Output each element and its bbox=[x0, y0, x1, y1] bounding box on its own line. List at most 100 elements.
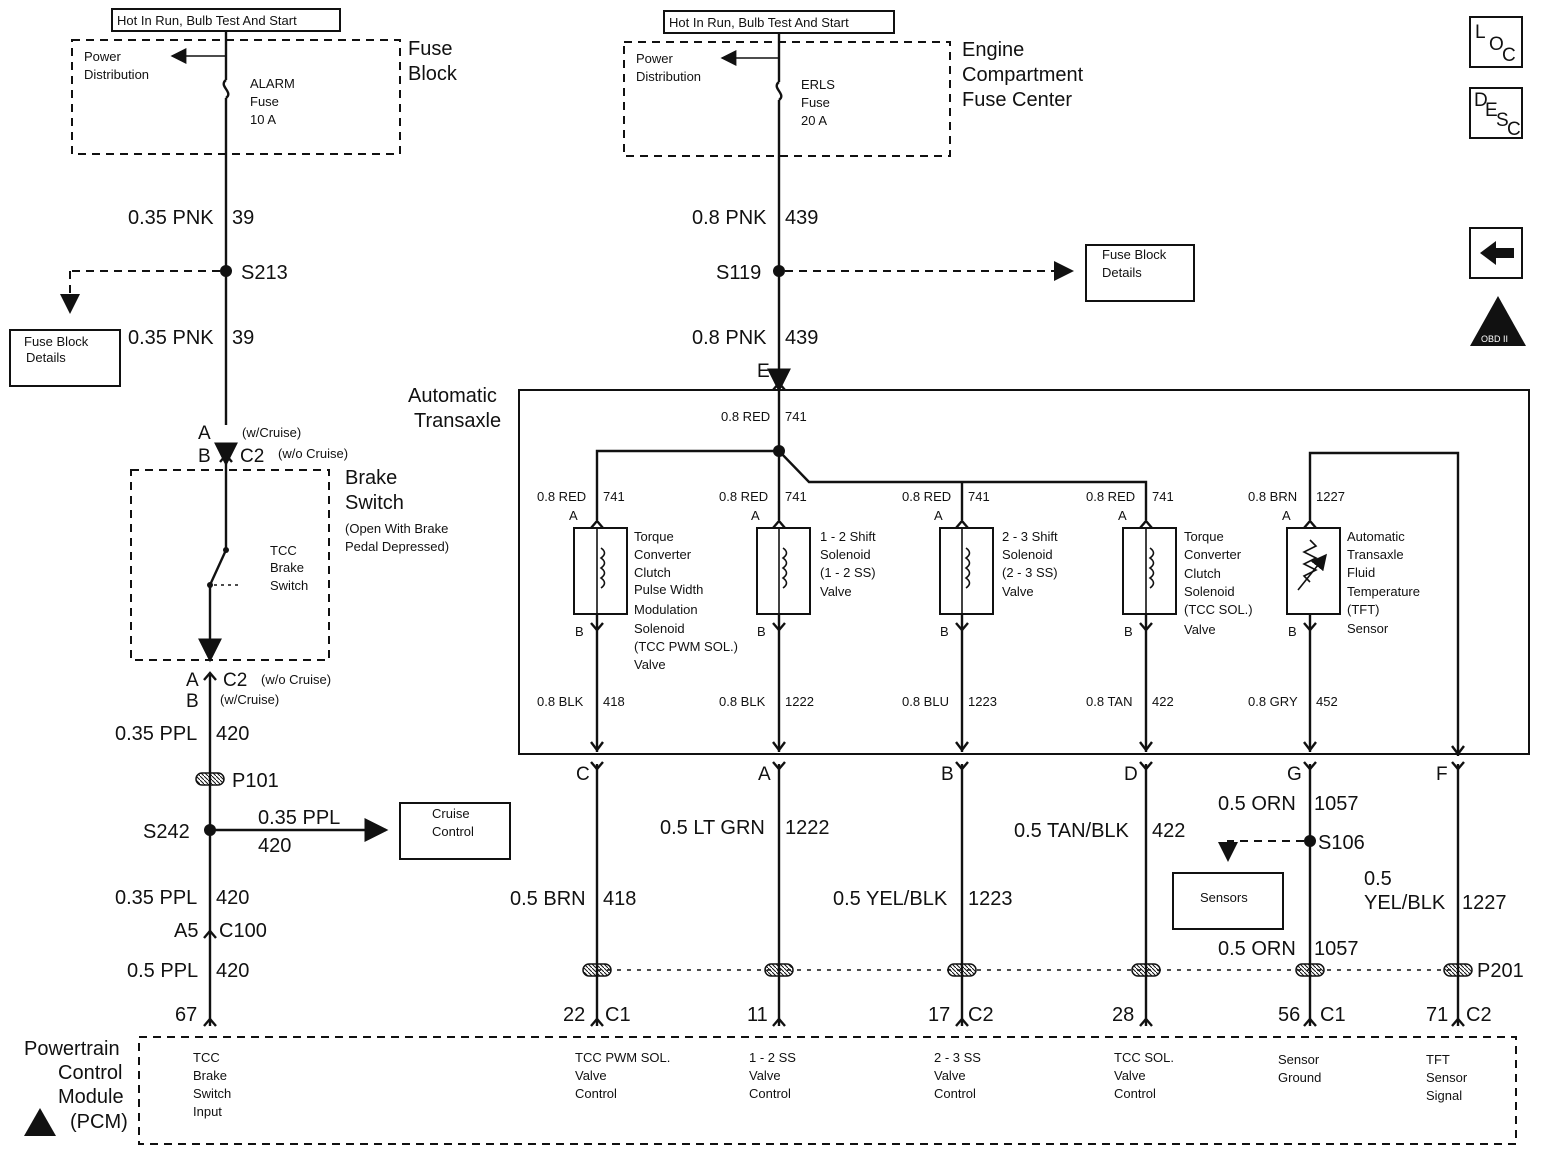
svg-text:439: 439 bbox=[785, 207, 818, 229]
svg-text:(TCC SOL.): (TCC SOL.) bbox=[1184, 602, 1253, 617]
svg-text:Solenoid: Solenoid bbox=[634, 621, 685, 636]
svg-text:C2: C2 bbox=[1466, 1004, 1492, 1026]
desc-icon[interactable]: D E S C bbox=[1469, 87, 1523, 140]
svg-text:2 - 3 Shift: 2 - 3 Shift bbox=[1002, 529, 1058, 544]
svg-text:A: A bbox=[186, 670, 199, 691]
svg-text:S: S bbox=[1496, 110, 1509, 131]
svg-text:Fuse: Fuse bbox=[250, 94, 279, 109]
svg-text:Hot In Run, Bulb Test And Star: Hot In Run, Bulb Test And Start bbox=[669, 15, 849, 30]
svg-text:741: 741 bbox=[1152, 489, 1174, 504]
svg-text:Power: Power bbox=[84, 49, 122, 64]
svg-text:Details: Details bbox=[1102, 265, 1142, 280]
alarm-fuse-icon bbox=[222, 79, 230, 99]
solenoid-coil-icon bbox=[599, 547, 606, 589]
svg-text:Valve: Valve bbox=[1114, 1068, 1146, 1083]
svg-text:418: 418 bbox=[603, 888, 636, 910]
svg-text:C2: C2 bbox=[240, 446, 264, 467]
obd-warning-icon: OBD II bbox=[1470, 296, 1526, 346]
svg-text:A: A bbox=[758, 764, 771, 785]
svg-text:Details: Details bbox=[26, 350, 66, 365]
svg-text:Engine: Engine bbox=[962, 39, 1024, 61]
svg-text:418: 418 bbox=[603, 694, 625, 709]
svg-text:0.8 RED: 0.8 RED bbox=[719, 489, 768, 504]
svg-text:A5: A5 bbox=[174, 920, 198, 942]
svg-text:ALARM: ALARM bbox=[250, 76, 295, 91]
svg-text:Clutch: Clutch bbox=[1184, 566, 1221, 581]
svg-text:Temperature: Temperature bbox=[1347, 584, 1420, 599]
svg-text:TCC SOL.: TCC SOL. bbox=[1114, 1050, 1174, 1065]
fuse-block-details-right[interactable]: Fuse Block Details bbox=[1085, 244, 1195, 302]
svg-text:C1: C1 bbox=[1320, 1004, 1346, 1026]
svg-text:S242: S242 bbox=[143, 821, 190, 843]
back-arrow-icon[interactable] bbox=[1469, 227, 1523, 279]
cruise-control-box[interactable]: Cruise Control bbox=[399, 802, 511, 860]
svg-text:A: A bbox=[934, 508, 943, 523]
svg-text:B: B bbox=[575, 624, 584, 639]
svg-text:71: 71 bbox=[1426, 1004, 1448, 1026]
splice-s119 bbox=[773, 265, 785, 277]
svg-text:Compartment: Compartment bbox=[962, 64, 1084, 86]
hot-label-left: Hot In Run, Bulb Test And Start bbox=[111, 8, 341, 32]
svg-text:0.8 BLK: 0.8 BLK bbox=[537, 694, 584, 709]
svg-text:Solenoid: Solenoid bbox=[1184, 584, 1235, 599]
shift-solenoid-1-2: 0.8 RED 741 A 1 - 2 Shift Solenoid (1 - … bbox=[660, 489, 876, 1027]
svg-text:1227: 1227 bbox=[1462, 892, 1507, 914]
svg-text:E: E bbox=[757, 361, 770, 382]
svg-text:(TFT): (TFT) bbox=[1347, 602, 1379, 617]
svg-text:Transaxle: Transaxle bbox=[1347, 547, 1404, 562]
svg-text:TCC: TCC bbox=[193, 1050, 220, 1065]
svg-text:Pedal Depressed): Pedal Depressed) bbox=[345, 539, 449, 554]
svg-text:B: B bbox=[1288, 624, 1297, 639]
svg-text:0.35 PPL: 0.35 PPL bbox=[115, 887, 197, 909]
svg-text:Fuse: Fuse bbox=[801, 95, 830, 110]
svg-text:E: E bbox=[1485, 100, 1498, 121]
p201-grommet-icon bbox=[582, 963, 612, 977]
svg-text:420: 420 bbox=[216, 887, 249, 909]
svg-text:YEL/BLK: YEL/BLK bbox=[1364, 892, 1446, 914]
svg-text:ERLS: ERLS bbox=[801, 77, 835, 92]
svg-text:28: 28 bbox=[1112, 1004, 1134, 1026]
p201-grommet-icon bbox=[1131, 963, 1161, 977]
svg-text:420: 420 bbox=[216, 960, 249, 982]
svg-text:C1: C1 bbox=[605, 1004, 631, 1026]
svg-text:Modulation: Modulation bbox=[634, 602, 698, 617]
svg-text:Sensor: Sensor bbox=[1426, 1070, 1468, 1085]
svg-text:Automatic: Automatic bbox=[1347, 529, 1405, 544]
svg-text:C: C bbox=[1502, 45, 1516, 66]
svg-text:Control: Control bbox=[1114, 1086, 1156, 1101]
erls-fuse-icon bbox=[775, 81, 783, 101]
svg-text:Valve: Valve bbox=[820, 584, 852, 599]
connector-c100 bbox=[203, 929, 217, 939]
svg-text:Pulse Width: Pulse Width bbox=[634, 582, 703, 597]
svg-text:Valve: Valve bbox=[575, 1068, 607, 1083]
svg-text:10 A: 10 A bbox=[250, 112, 276, 127]
svg-text:11: 11 bbox=[747, 1004, 768, 1026]
svg-text:Control: Control bbox=[934, 1086, 976, 1101]
svg-text:0.5 PPL: 0.5 PPL bbox=[127, 960, 198, 982]
brake-switch: Brake Switch (Open With Brake Pedal Depr… bbox=[130, 467, 449, 661]
svg-text:Distribution: Distribution bbox=[636, 69, 701, 84]
svg-text:F: F bbox=[1436, 764, 1448, 785]
fuse-block-details-left[interactable]: Fuse Block Details bbox=[9, 329, 121, 387]
fuse-block: Fuse Block Power Distribution ALARM Fuse… bbox=[71, 38, 458, 155]
svg-text:Brake: Brake bbox=[270, 560, 304, 575]
svg-text:17: 17 bbox=[928, 1004, 950, 1026]
svg-text:TCC PWM SOL.: TCC PWM SOL. bbox=[575, 1050, 670, 1065]
svg-text:Hot In Run, Bulb Test And Star: Hot In Run, Bulb Test And Start bbox=[117, 13, 297, 28]
svg-text:A: A bbox=[1282, 508, 1291, 523]
svg-text:Solenoid: Solenoid bbox=[820, 547, 871, 562]
svg-text:Fuse: Fuse bbox=[408, 38, 452, 60]
svg-text:B: B bbox=[940, 624, 949, 639]
svg-text:P201: P201 bbox=[1477, 960, 1524, 982]
loc-icon[interactable]: L O C bbox=[1469, 16, 1523, 68]
svg-text:(w/o Cruise): (w/o Cruise) bbox=[261, 672, 331, 687]
svg-text:0.8 RED: 0.8 RED bbox=[902, 489, 951, 504]
svg-text:A: A bbox=[1118, 508, 1127, 523]
svg-text:0.5 ORN: 0.5 ORN bbox=[1218, 793, 1296, 815]
wire-label: 0.35 PNK bbox=[128, 207, 214, 229]
svg-text:C: C bbox=[1507, 119, 1521, 140]
svg-text:(w/Cruise): (w/Cruise) bbox=[242, 425, 301, 440]
svg-text:A: A bbox=[198, 423, 211, 444]
sensors-box[interactable]: Sensors bbox=[1172, 872, 1284, 930]
svg-text:2 - 3 SS: 2 - 3 SS bbox=[934, 1050, 981, 1065]
